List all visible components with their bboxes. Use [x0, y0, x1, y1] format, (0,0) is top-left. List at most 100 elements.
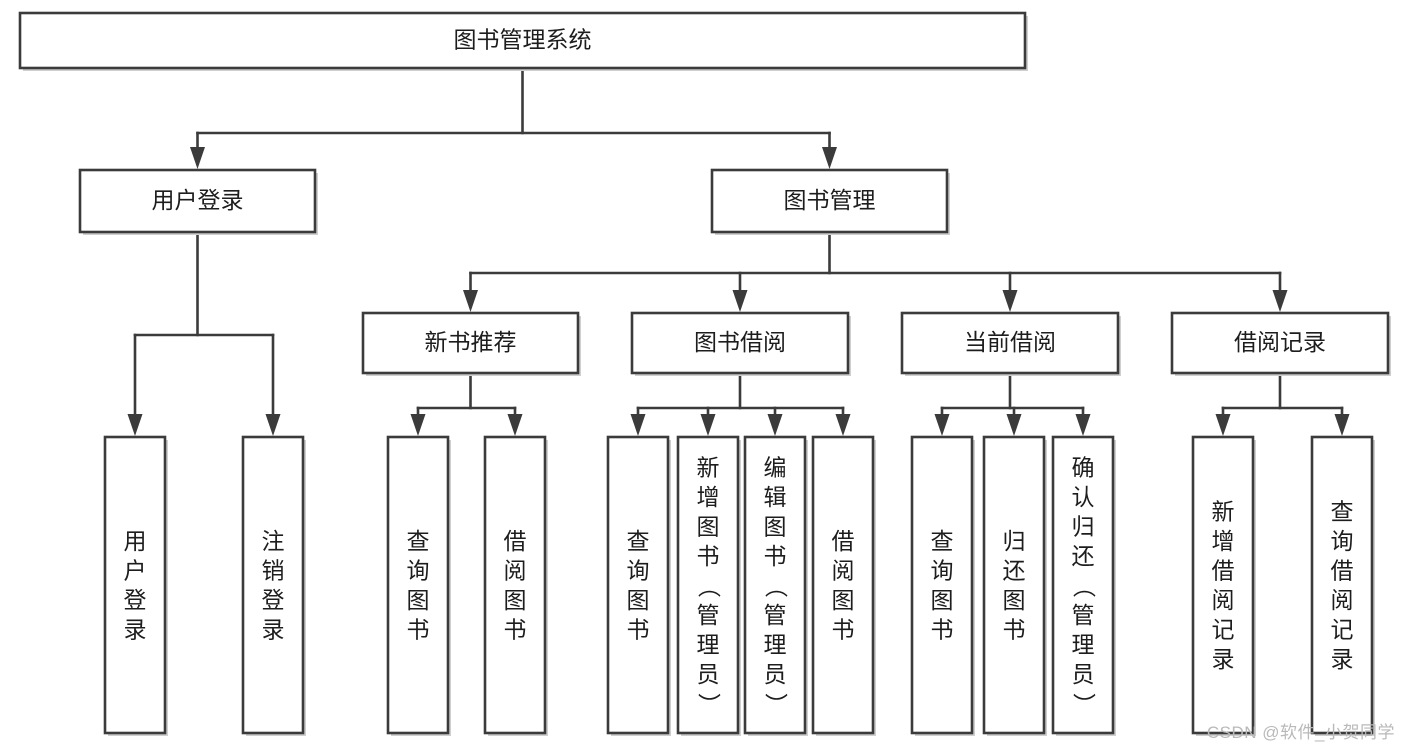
node-label-char: 查	[931, 528, 954, 554]
node-box[interactable]	[1310, 435, 1374, 735]
node-label-char: 阅	[1331, 587, 1354, 613]
node-borrow-record[interactable]: 借阅记录	[1170, 311, 1391, 376]
arrowhead-icon	[190, 147, 205, 169]
node-box[interactable]	[1051, 435, 1115, 735]
node-label-char: 查	[1331, 499, 1354, 525]
connector-group	[410, 371, 523, 436]
node-book-manage[interactable]: 图书管理	[710, 168, 950, 235]
node-label: 图书借阅	[694, 329, 786, 355]
node-label-char: 书	[697, 543, 720, 569]
node-box[interactable]	[900, 311, 1120, 375]
node-box[interactable]	[606, 435, 670, 735]
node-label-char: 查	[407, 528, 430, 554]
arrowhead-icon	[127, 414, 143, 436]
node-label-char: 图	[764, 513, 787, 539]
node-label-char: 还	[1003, 558, 1026, 584]
arrowhead-icon	[1075, 414, 1091, 436]
node-label-char: 图	[504, 587, 527, 613]
arrowhead-icon	[822, 147, 837, 169]
arrowhead-icon	[767, 414, 783, 436]
node-label-char: 确	[1072, 454, 1095, 480]
node-label-char: 用	[124, 528, 147, 554]
node-label-char: ）	[1071, 693, 1097, 716]
node-label-char: 新	[697, 454, 720, 480]
connector-group	[1215, 371, 1350, 436]
arrowhead-icon	[630, 414, 646, 436]
node-label-char: 理	[764, 631, 787, 657]
node-label: 图书管理	[784, 187, 876, 213]
node-label-char: ）	[763, 693, 789, 716]
node-current-borrow[interactable]: 当前借阅	[900, 311, 1121, 376]
node-label: 当前借阅	[964, 329, 1056, 355]
node-box[interactable]	[743, 435, 807, 735]
node-box[interactable]	[910, 435, 974, 735]
node-label-char: 书	[931, 617, 954, 643]
node-label-char: 阅	[1212, 587, 1235, 613]
node-box[interactable]	[710, 168, 949, 234]
node-label: 用户登录	[152, 187, 244, 213]
node-label-char: 查	[627, 528, 650, 554]
arrowhead-icon	[934, 414, 950, 436]
node-label-char: 录	[1212, 646, 1235, 672]
node-label-char: 注	[262, 528, 285, 554]
connector-group	[127, 230, 281, 436]
node-leaf-user-login[interactable]: 用户登录	[103, 435, 168, 736]
node-label-char: 录	[262, 617, 285, 643]
node-box[interactable]	[1170, 311, 1390, 375]
node-label-char: 员	[1072, 661, 1095, 687]
node-book-borrow[interactable]: 图书借阅	[630, 311, 851, 376]
arrowhead-icon	[265, 414, 281, 436]
node-box[interactable]	[811, 435, 875, 735]
node-label-char: 书	[832, 617, 855, 643]
node-box[interactable]	[78, 168, 317, 234]
node-label-char: （	[696, 575, 722, 598]
node-box[interactable]	[676, 435, 740, 735]
node-box[interactable]	[18, 11, 1027, 70]
node-label-char: 理	[697, 631, 720, 657]
node-box[interactable]	[241, 435, 305, 735]
node-box[interactable]	[483, 435, 547, 735]
arrowhead-icon	[1215, 414, 1231, 436]
node-box[interactable]	[103, 435, 167, 735]
node-box[interactable]	[361, 311, 580, 375]
node-new-book-rec[interactable]: 新书推荐	[361, 311, 581, 376]
node-label-char: （	[1071, 575, 1097, 598]
node-user-login[interactable]: 用户登录	[78, 168, 318, 235]
node-label: 新书推荐	[425, 329, 517, 355]
node-label-char: 归	[1072, 513, 1095, 539]
node-label-char: 新	[1212, 499, 1235, 525]
node-label-char: 询	[931, 558, 954, 584]
node-label-char: 员	[697, 661, 720, 687]
node-box[interactable]	[386, 435, 450, 735]
node-box[interactable]	[630, 311, 850, 375]
arrowhead-icon	[1272, 290, 1288, 312]
arrowhead-icon	[700, 414, 716, 436]
node-label-char: 登	[262, 587, 285, 613]
node-box[interactable]	[982, 435, 1046, 735]
node-label-char: ）	[696, 693, 722, 716]
node-box[interactable]	[1191, 435, 1255, 735]
node-root[interactable]: 图书管理系统	[18, 11, 1028, 71]
node-label-char: 询	[1331, 528, 1354, 554]
node-label-char: 销	[262, 558, 285, 584]
node-label-char: 记	[1212, 617, 1235, 643]
node-label-char: 录	[124, 617, 147, 643]
arrowhead-icon	[835, 414, 851, 436]
arrowhead-icon	[1334, 414, 1350, 436]
node-label-char: 询	[627, 558, 650, 584]
node-label-char: 借	[1331, 558, 1354, 584]
node-label-char: 管	[764, 602, 787, 628]
